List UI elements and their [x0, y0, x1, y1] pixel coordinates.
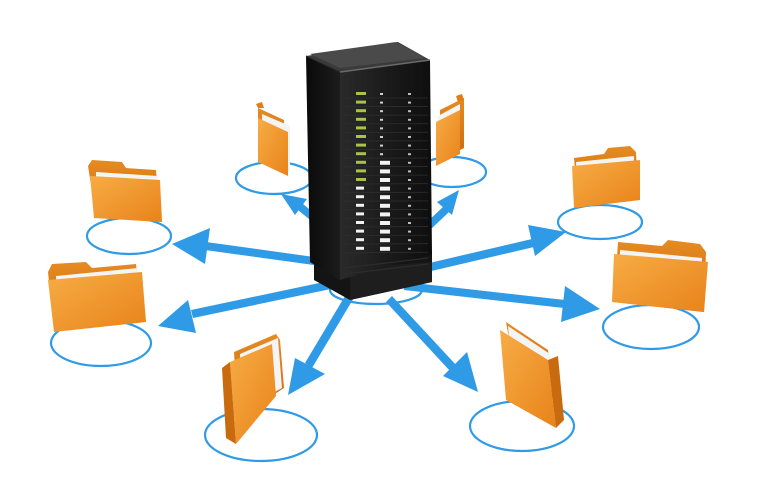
drive-led [356, 195, 364, 199]
drive-activity-light [380, 203, 390, 208]
drive-led [356, 117, 366, 121]
drive-led [356, 221, 364, 224]
folder-top-right [436, 94, 464, 166]
drive-activity-light [380, 169, 390, 174]
drive-indicator [408, 247, 411, 250]
drive-activity-light [380, 212, 390, 217]
arrow-right-upper [408, 225, 566, 276]
drive-indicator [408, 93, 411, 95]
drive-indicator [408, 222, 411, 224]
ring-left-upper [85, 216, 173, 256]
drive-activity-light [380, 229, 390, 234]
arrow-bottom-right [386, 296, 478, 392]
drive-led [356, 246, 364, 250]
drive-indicator [408, 101, 411, 104]
drive-indicator [408, 204, 411, 207]
drive-indicator [380, 153, 383, 156]
drive-indicator [408, 161, 411, 164]
drive-indicator [408, 144, 411, 147]
drive-indicator [408, 179, 411, 181]
drive-indicator [408, 239, 411, 242]
arrow-right-middle [404, 282, 600, 322]
drive-indicator [408, 118, 411, 121]
drive-led [356, 169, 366, 173]
drive-indicator [408, 153, 411, 156]
drive-led [356, 109, 366, 113]
drive-activity-light [380, 221, 390, 225]
drive-activity-light [380, 238, 390, 243]
drive-indicator [380, 101, 383, 104]
drive-indicator [408, 187, 411, 190]
drive-led [356, 229, 364, 233]
drive-led [356, 186, 364, 190]
drive-indicator [408, 230, 411, 233]
folder-left-middle [48, 262, 146, 332]
drive-indicator [408, 127, 411, 130]
drive-led [356, 203, 364, 207]
drive-indicator [408, 136, 411, 138]
folder-bottom-left [222, 334, 284, 444]
folder-right-upper [572, 146, 640, 208]
ring-bottom-left [203, 407, 319, 463]
drive-indicator [408, 170, 411, 173]
drive-activity-light [380, 160, 390, 165]
drive-led [356, 238, 364, 242]
drive-indicator [408, 196, 411, 199]
drive-led [356, 160, 366, 164]
server-drive-bays [343, 92, 429, 254]
drive-led [356, 126, 366, 130]
drive-led [356, 178, 366, 181]
server-tower-icon [305, 42, 432, 300]
drive-led [356, 152, 366, 156]
drive-indicator [380, 144, 383, 147]
drive-indicator [380, 118, 383, 121]
folder-left-upper [88, 160, 162, 222]
drive-activity-light [380, 186, 390, 191]
ring-right-middle [601, 303, 701, 351]
drive-indicator [408, 213, 411, 216]
arrow-bottom-left [288, 291, 355, 395]
drive-activity-light [380, 246, 390, 251]
drive-indicator [380, 93, 383, 95]
drive-activity-light [380, 195, 390, 200]
drive-indicator [408, 110, 411, 113]
folder-bottom-right [500, 322, 564, 428]
arrow-left-middle [158, 278, 345, 333]
ring-right-upper [556, 203, 644, 241]
drive-led [356, 135, 366, 138]
drive-indicator [380, 110, 383, 113]
drive-indicator [380, 136, 383, 138]
drive-led [356, 143, 366, 147]
drive-led [356, 92, 366, 95]
folder-top-left [256, 102, 290, 176]
folder-right-middle [612, 240, 708, 312]
drive-activity-light [380, 178, 390, 182]
drive-led [356, 212, 364, 216]
drive-indicator [380, 127, 383, 130]
drive-led [356, 100, 366, 104]
drive-bay-divider [343, 251, 429, 254]
